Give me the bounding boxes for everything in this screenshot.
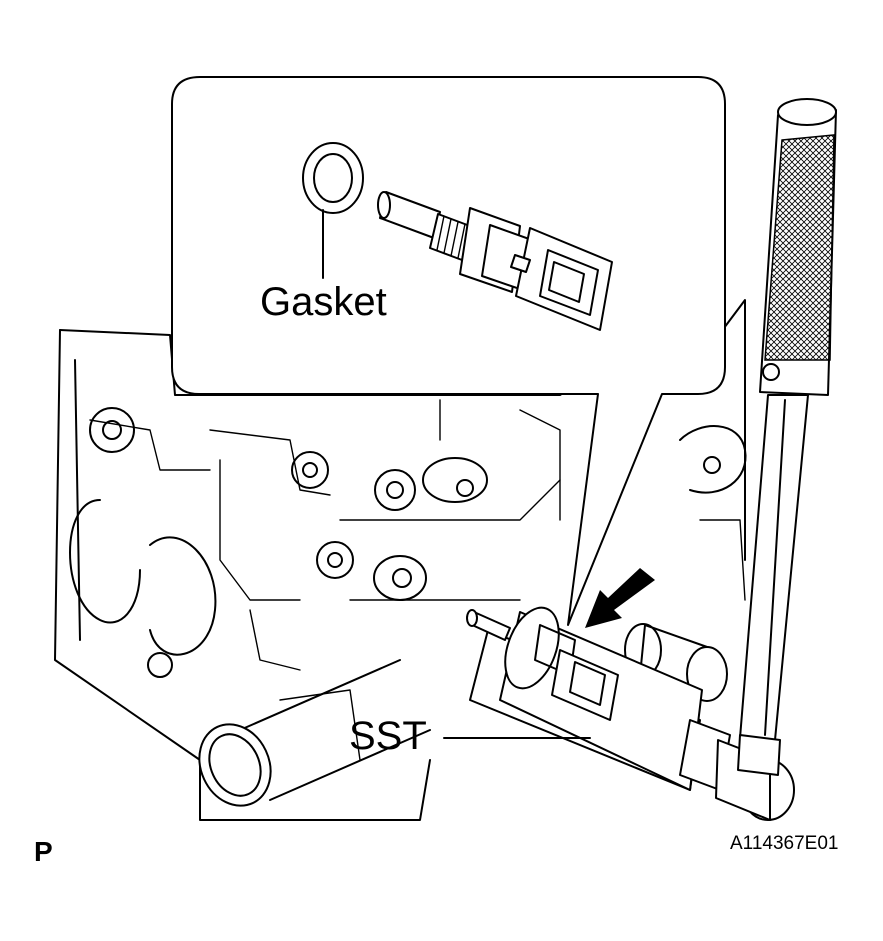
sst-label: SST (349, 714, 427, 758)
sst-socket (466, 606, 795, 821)
torque-wrench (737, 98, 837, 776)
figure-id-label: A114367E01 (730, 833, 839, 854)
temperature-sensor (377, 191, 613, 331)
callout-bubble (171, 76, 726, 626)
view-code-label: P (34, 836, 53, 867)
gasket-label: Gasket (260, 280, 387, 324)
direction-arrow (585, 568, 655, 628)
gasket-part (302, 142, 364, 279)
